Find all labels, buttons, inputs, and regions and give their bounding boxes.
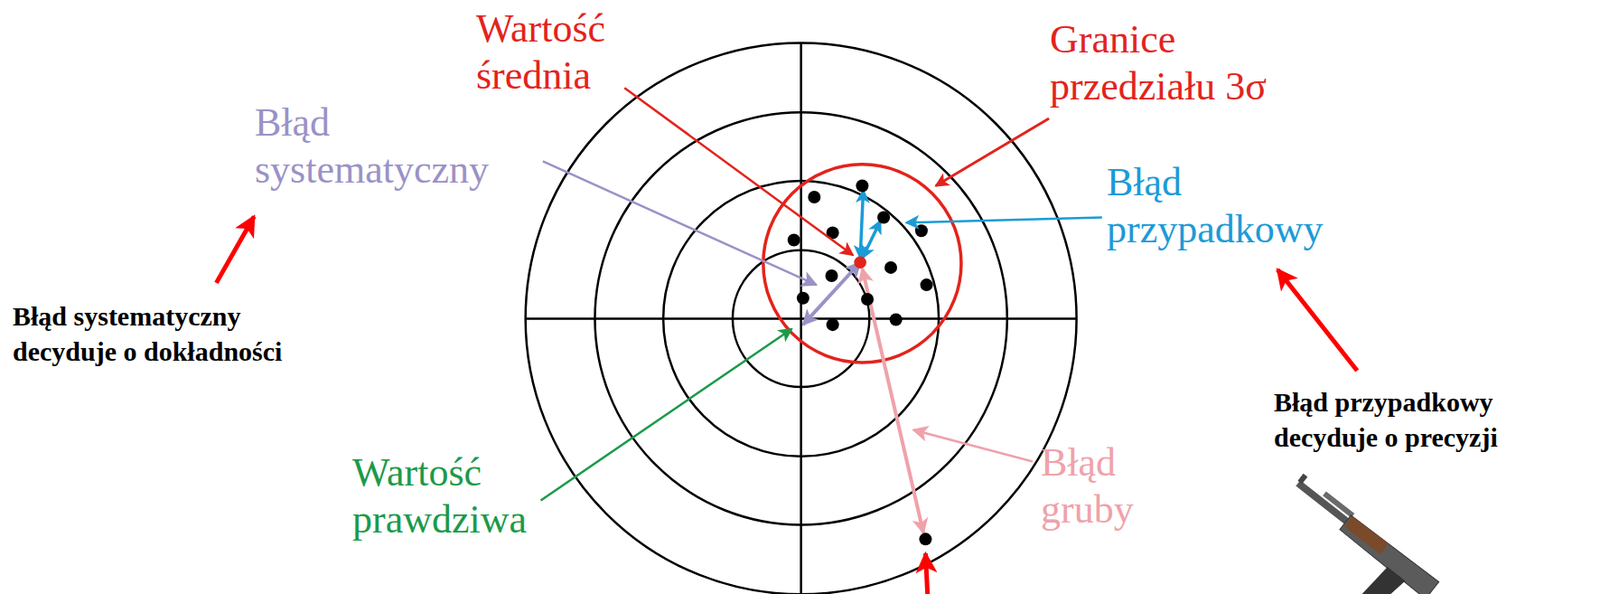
leader-line bbox=[624, 87, 853, 255]
sigma-label: Granice przedziału 3σ bbox=[1049, 16, 1315, 111]
hit-dot bbox=[877, 211, 890, 225]
hit-dot bbox=[920, 278, 934, 291]
mean-label: Wartość średnia bbox=[476, 5, 679, 100]
leader-line bbox=[906, 217, 1103, 224]
leader-line bbox=[935, 118, 1049, 187]
hit-dot bbox=[826, 318, 840, 331]
systematic-error-arrow bbox=[803, 261, 861, 325]
gross-error-arrow bbox=[861, 268, 924, 534]
pointer-arrow bbox=[925, 552, 927, 594]
hit-dot bbox=[889, 313, 903, 327]
pointer-arrow bbox=[215, 215, 254, 282]
hit-dot bbox=[884, 261, 898, 274]
hit-dot bbox=[918, 532, 932, 545]
hit-dot bbox=[787, 233, 801, 246]
gross-label: Błąd gruby bbox=[1040, 439, 1188, 534]
hit-dot bbox=[796, 291, 810, 305]
rifle-icon bbox=[1257, 473, 1441, 594]
precision-note: Błąd przypadkowy decyduje o precyzji bbox=[1273, 383, 1553, 455]
random-label: Błąd przypadkowy bbox=[1106, 159, 1370, 253]
hit-dot bbox=[825, 269, 839, 282]
hit-dot bbox=[855, 179, 869, 193]
target-ring bbox=[525, 42, 1077, 594]
target bbox=[525, 42, 1077, 594]
leader-line bbox=[542, 160, 817, 285]
random-error-arrow bbox=[860, 189, 863, 259]
pointer-arrow bbox=[1277, 269, 1357, 371]
random-error-arrow bbox=[861, 220, 880, 259]
hit-dot bbox=[915, 224, 928, 237]
leader-line bbox=[913, 430, 1033, 462]
mean-dot bbox=[853, 255, 867, 269]
crosshair bbox=[525, 317, 1077, 320]
sigma-limit-circle bbox=[763, 164, 962, 363]
true-value-label: Wartość prawdziwa bbox=[352, 449, 608, 543]
leader-line bbox=[541, 328, 793, 501]
hit-dot bbox=[807, 190, 821, 204]
hit-dot bbox=[860, 292, 874, 306]
accuracy-note: Błąd systematyczny decyduje o dokładnośc… bbox=[12, 298, 320, 369]
systematic-label: Błąd systematyczny bbox=[254, 99, 534, 194]
